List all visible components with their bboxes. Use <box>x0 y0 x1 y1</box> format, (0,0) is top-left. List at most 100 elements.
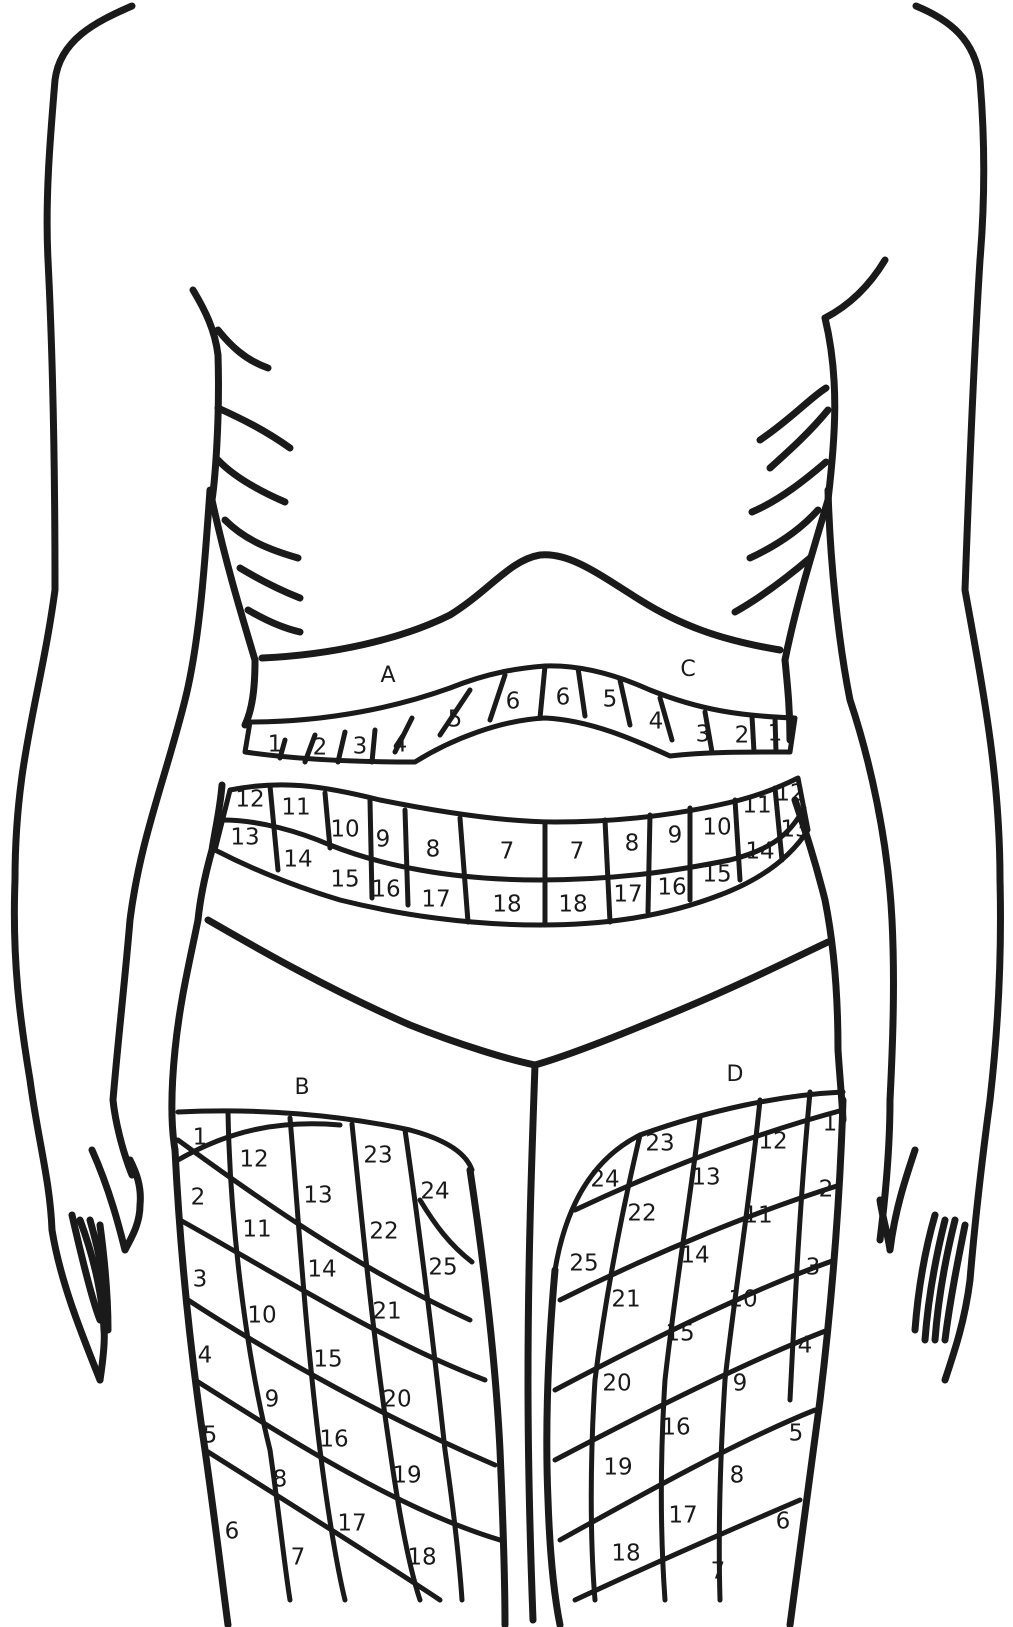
site-number: 9 <box>733 1371 748 1397</box>
left-arm-inner <box>113 490 210 1175</box>
site-number: 10 <box>330 817 359 843</box>
right-leg-outer <box>790 1100 843 1625</box>
site-number: 16 <box>661 1415 690 1441</box>
site-number: 25 <box>569 1251 598 1277</box>
right-hand <box>880 1150 965 1340</box>
site-number: 14 <box>283 847 312 873</box>
site-number: 18 <box>558 892 587 918</box>
site-number: 18 <box>611 1541 640 1567</box>
upper-abdomen-numbers: 1 2 3 4 5 6 6 5 4 3 2 1 <box>268 685 783 761</box>
zone-label-c: C <box>680 657 695 682</box>
site-number: 7 <box>291 1545 306 1571</box>
site-number: 21 <box>611 1287 640 1313</box>
site-number: 17 <box>668 1503 697 1529</box>
site-number: 13 <box>230 825 259 851</box>
zone-label-b: B <box>294 1075 309 1100</box>
site-number: 14 <box>745 839 774 865</box>
site-number: 4 <box>393 732 408 758</box>
left-waist <box>172 660 255 1150</box>
site-number: 9 <box>376 827 391 853</box>
site-number: 8 <box>273 1467 288 1493</box>
site-number: 3 <box>353 734 368 760</box>
right-leg-inner <box>547 1270 560 1625</box>
site-number: 22 <box>627 1201 656 1227</box>
site-number: 2 <box>191 1185 206 1211</box>
site-number: 20 <box>602 1371 631 1397</box>
site-number: 8 <box>625 831 640 857</box>
site-number: 2 <box>819 1177 834 1203</box>
site-number: 21 <box>372 1299 401 1325</box>
site-number: 25 <box>428 1255 457 1281</box>
site-number: 10 <box>728 1287 757 1313</box>
site-number: 13 <box>780 817 809 843</box>
site-number: 4 <box>798 1333 813 1359</box>
lower-abdomen-numbers: 12 11 10 9 8 7 7 8 9 10 11 12 13 14 15 1… <box>230 781 809 918</box>
leg-divider <box>528 1065 535 1620</box>
hip-line <box>208 920 828 1065</box>
site-number: 8 <box>730 1463 745 1489</box>
zone-label-d: D <box>727 1062 744 1087</box>
site-number: 5 <box>203 1423 218 1449</box>
site-number: 11 <box>743 1203 772 1229</box>
site-number: 2 <box>313 735 328 761</box>
site-number: 17 <box>421 887 450 913</box>
site-number: 2 <box>735 723 750 749</box>
site-number: 16 <box>319 1427 348 1453</box>
left-hand <box>72 1150 140 1380</box>
right-arm-inner <box>828 490 893 1240</box>
site-number: 19 <box>603 1455 632 1481</box>
zone-label-a: A <box>380 663 395 688</box>
site-number: 7 <box>711 1559 726 1585</box>
site-number: 18 <box>407 1545 436 1571</box>
site-number: 15 <box>313 1347 342 1373</box>
site-number: 3 <box>193 1267 208 1293</box>
site-number: 1 <box>268 732 283 758</box>
site-number: 17 <box>337 1511 366 1537</box>
site-number: 1 <box>823 1111 838 1137</box>
site-number: 11 <box>242 1217 271 1243</box>
site-number: 15 <box>702 862 731 888</box>
site-number: 6 <box>556 685 571 711</box>
left-arm-outer <box>14 6 132 1380</box>
site-number: 13 <box>303 1183 332 1209</box>
body-outline <box>14 6 1000 1625</box>
site-number: 12 <box>775 781 804 807</box>
site-number: 17 <box>613 882 642 908</box>
site-number: 6 <box>776 1509 791 1535</box>
site-number: 12 <box>239 1147 268 1173</box>
site-number: 20 <box>382 1387 411 1413</box>
site-number: 18 <box>492 892 521 918</box>
site-number: 15 <box>665 1321 694 1347</box>
site-number: 5 <box>448 707 463 733</box>
site-number: 8 <box>426 837 441 863</box>
site-number: 10 <box>247 1303 276 1329</box>
site-number: 1 <box>768 721 783 747</box>
site-number: 23 <box>645 1131 674 1157</box>
site-number: 10 <box>702 815 731 841</box>
site-number: 16 <box>371 877 400 903</box>
site-number: 9 <box>265 1387 280 1413</box>
site-number: 7 <box>570 839 585 865</box>
site-number: 12 <box>235 787 264 813</box>
site-number: 3 <box>696 722 711 748</box>
site-number: 12 <box>758 1129 787 1155</box>
site-number: 24 <box>590 1167 619 1193</box>
site-number: 6 <box>506 689 521 715</box>
site-number: 1 <box>193 1125 208 1151</box>
right-arm-outer <box>916 6 1001 1380</box>
site-number: 24 <box>420 1179 449 1205</box>
site-number: 11 <box>742 793 771 819</box>
site-number: 4 <box>198 1343 213 1369</box>
left-leg-inner <box>470 1170 505 1625</box>
site-number: 11 <box>281 795 310 821</box>
site-number: 23 <box>363 1143 392 1169</box>
site-number: 9 <box>668 823 683 849</box>
site-number: 15 <box>330 867 359 893</box>
site-number: 22 <box>369 1219 398 1245</box>
site-number: 6 <box>225 1519 240 1545</box>
site-number: 5 <box>603 687 618 713</box>
site-number: 14 <box>307 1257 336 1283</box>
site-number: 16 <box>657 875 686 901</box>
